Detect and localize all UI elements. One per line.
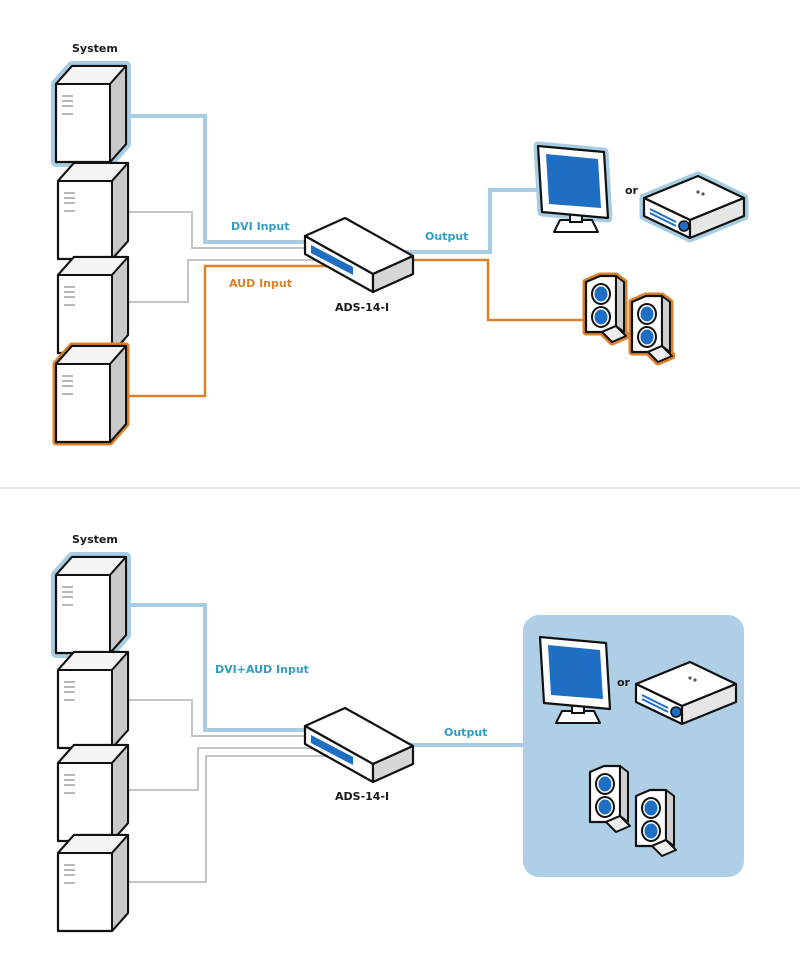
projector-icon: [642, 174, 746, 240]
top-aud-input-label: AUD Input: [229, 277, 292, 290]
bottom-dvi-aud-cable: [124, 603, 330, 732]
top-dvi-input-label: DVI Input: [231, 220, 289, 233]
bottom-input-label: DVI+AUD Input: [215, 663, 309, 676]
top-output-label: Output: [425, 230, 468, 243]
bottom-device-label: ADS-14-I: [335, 790, 389, 803]
top-or-label: or: [625, 184, 639, 197]
top-computer-4: [52, 342, 130, 446]
top-aud-cable: [126, 264, 330, 398]
bottom-computer-3: [56, 743, 130, 843]
top-speaker-right: [628, 292, 676, 366]
kvm-switch-icon: [303, 216, 415, 294]
speaker-icon: [588, 764, 632, 834]
bottom-speaker-right: [634, 788, 678, 858]
computer-tower-icon: [56, 743, 130, 843]
top-audio-output-cable: [405, 258, 584, 322]
top-computer-2: [56, 161, 130, 261]
top-switch: [303, 216, 415, 294]
kvm-switch-icon: [303, 706, 415, 784]
top-monitor: [533, 141, 613, 234]
top-computer-1: [51, 61, 131, 167]
computer-tower-icon: [56, 161, 130, 261]
top-gray-cable-2: [126, 211, 330, 249]
speaker-icon: [584, 274, 628, 344]
bottom-switch: [303, 706, 415, 784]
bottom-system-label: System: [72, 533, 118, 546]
computer-tower-icon: [54, 555, 128, 655]
computer-tower-icon: [56, 833, 130, 933]
bottom-computer-4: [56, 833, 130, 933]
top-output-cable: [405, 188, 540, 254]
computer-tower-icon: [54, 64, 128, 164]
top-projector: [639, 171, 749, 243]
top-gray-cable-3: [126, 259, 330, 303]
bottom-or-label: or: [617, 676, 631, 689]
top-computer-3: [56, 255, 130, 355]
speaker-icon: [630, 294, 674, 364]
bottom-computer-1: [51, 552, 131, 658]
bottom-gray-cable-2: [126, 699, 330, 737]
top-diagram: System DVI Input AUD Input Output: [51, 42, 749, 446]
bottom-computer-2: [56, 650, 130, 750]
bottom-gray-cable-3: [126, 747, 330, 791]
computer-tower-icon: [54, 344, 128, 444]
top-speaker-left: [582, 272, 630, 346]
computer-tower-icon: [56, 650, 130, 750]
bottom-gray-cable-4: [126, 755, 330, 883]
top-device-label: ADS-14-I: [335, 301, 389, 314]
speaker-icon: [634, 788, 678, 858]
top-system-label: System: [72, 42, 118, 55]
bottom-speaker-left: [588, 764, 632, 834]
computer-tower-icon: [56, 255, 130, 355]
top-dvi-cable: [124, 114, 330, 244]
bottom-diagram: System DVI+AUD Input Output ADS-14-I: [51, 533, 744, 933]
bottom-output-label: Output: [444, 726, 487, 739]
